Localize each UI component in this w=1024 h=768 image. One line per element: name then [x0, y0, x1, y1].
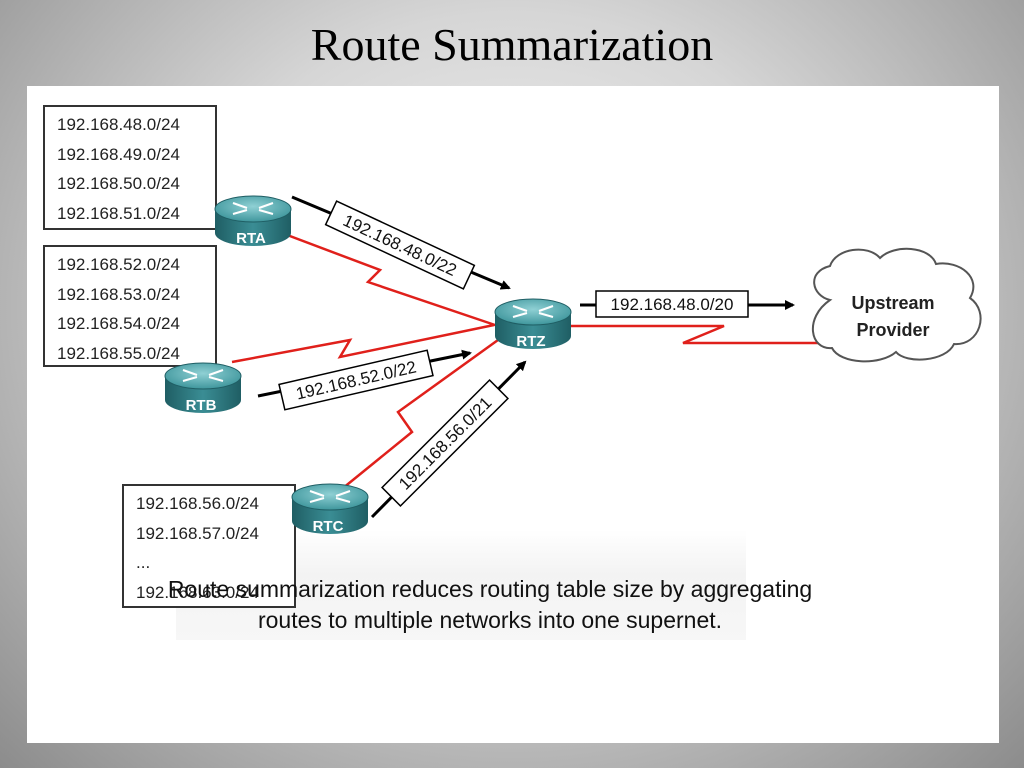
router-label: RTA — [236, 230, 266, 247]
rta-network-list: 192.168.48.0/24 192.168.49.0/24 192.168.… — [43, 105, 217, 230]
rtc-rtz-link — [331, 338, 499, 498]
rtb-rtz-link — [231, 323, 495, 364]
network-entry: 192.168.56.0/24 — [136, 494, 259, 513]
router-label: RTC — [313, 518, 344, 535]
network-entry: ... — [136, 553, 151, 572]
rtb-network-list: 192.168.52.0/24 192.168.53.0/24 192.168.… — [43, 245, 217, 367]
network-entry: 192.168.48.0/24 — [57, 115, 180, 134]
rtz-upstream-link — [560, 324, 822, 345]
cloud-label-line1: Upstream — [851, 293, 934, 313]
route-advertisement-arrows — [257, 195, 795, 519]
network-entry: 192.168.55.0/24 — [57, 343, 180, 363]
router-label: RTB — [186, 397, 217, 414]
router-rtb-icon: RTB — [164, 362, 242, 414]
network-entry: 192.168.51.0/24 — [57, 203, 180, 223]
router-rtz-icon: RTZ — [494, 298, 572, 350]
router-rta-icon: RTA — [214, 195, 292, 247]
network-entry: 192.168.52.0/24 — [57, 255, 180, 274]
caption-line-1: Route summarization reduces routing tabl… — [167, 576, 813, 602]
rtz-route-label: 192.168.48.0/20 — [595, 290, 749, 318]
route-label-text: 192.168.48.0/22 — [340, 211, 459, 280]
network-entry: 192.168.57.0/24 — [136, 523, 259, 543]
diagram-caption: Route summarization reduces routing tabl… — [60, 574, 920, 636]
cloud-label-line2: Provider — [856, 320, 929, 340]
network-entry: 192.168.49.0/24 — [57, 144, 180, 164]
network-entry: 192.168.54.0/24 — [57, 314, 180, 333]
route-label-text: 192.168.56.0/21 — [395, 393, 495, 493]
rta-rtz-link — [257, 222, 499, 328]
serial-links — [231, 222, 822, 498]
network-entry: 192.168.50.0/24 — [57, 174, 180, 193]
upstream-provider-cloud-icon: Upstream Provider — [812, 247, 982, 363]
router-label: RTZ — [516, 333, 545, 350]
route-label-text: 192.168.48.0/20 — [611, 295, 734, 314]
network-entry: 192.168.53.0/24 — [57, 284, 180, 304]
rta-route-label: 192.168.48.0/22 — [324, 200, 476, 290]
router-rtc-icon: RTC — [291, 483, 369, 535]
slide-title: Route Summarization — [310, 19, 714, 70]
rtb-route-label: 192.168.52.0/22 — [278, 349, 434, 411]
network-entry: 192.168.63.0/24 — [136, 582, 259, 602]
rtc-network-list: 192.168.56.0/24 192.168.57.0/24 ... 192.… — [122, 484, 296, 608]
caption-line-2: routes to multiple networks into one sup… — [257, 607, 723, 633]
rtc-route-label: 192.168.56.0/21 — [381, 379, 509, 507]
